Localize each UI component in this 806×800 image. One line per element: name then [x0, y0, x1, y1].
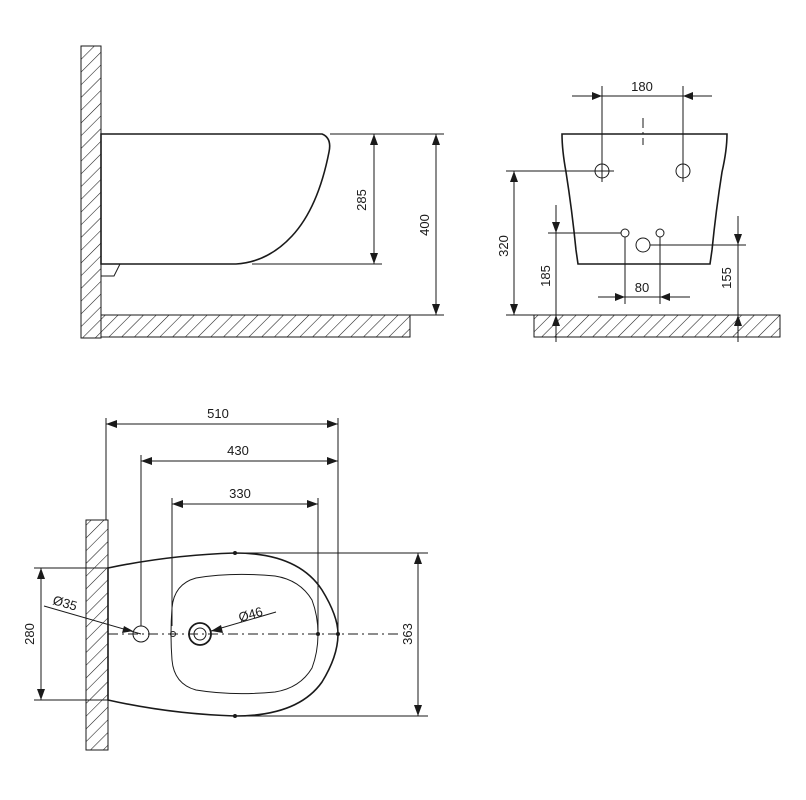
dim-label-185: 185 — [538, 265, 553, 287]
dim-label-330: 330 — [229, 486, 251, 501]
overflow-hole — [170, 631, 176, 637]
dim-label-320: 320 — [496, 235, 511, 257]
dim-label-tap-hole: Ø35 — [51, 592, 79, 613]
top-wall-hatch — [85, 519, 109, 751]
dim-label-430: 430 — [227, 443, 249, 458]
wall-hatch — [80, 45, 102, 339]
drain-hole-inner — [193, 627, 207, 641]
dim-label-180: 180 — [631, 79, 653, 94]
dim-label-155: 155 — [719, 267, 734, 289]
side-view: 285 400 — [80, 45, 444, 339]
front-view: 180 320 185 155 80 — [496, 79, 781, 342]
dim-label-80: 80 — [635, 280, 649, 295]
dim-label-285: 285 — [354, 189, 369, 211]
floor-hatch — [100, 314, 411, 338]
dim-label-510: 510 — [207, 406, 229, 421]
dim-label-280: 280 — [22, 623, 37, 645]
drain-hole-outer — [188, 622, 212, 646]
bidet-base-foot — [100, 263, 121, 277]
bidet-front-profile — [561, 133, 728, 265]
top-view: 510 430 330 363 280 Ø35 Ø46 — [22, 406, 428, 751]
dim-label-400: 400 — [417, 214, 432, 236]
dim-label-363: 363 — [400, 623, 415, 645]
dim-label-drain-hole: Ø46 — [237, 604, 265, 625]
front-floor-hatch — [533, 314, 781, 338]
bidet-side-profile — [100, 133, 331, 265]
